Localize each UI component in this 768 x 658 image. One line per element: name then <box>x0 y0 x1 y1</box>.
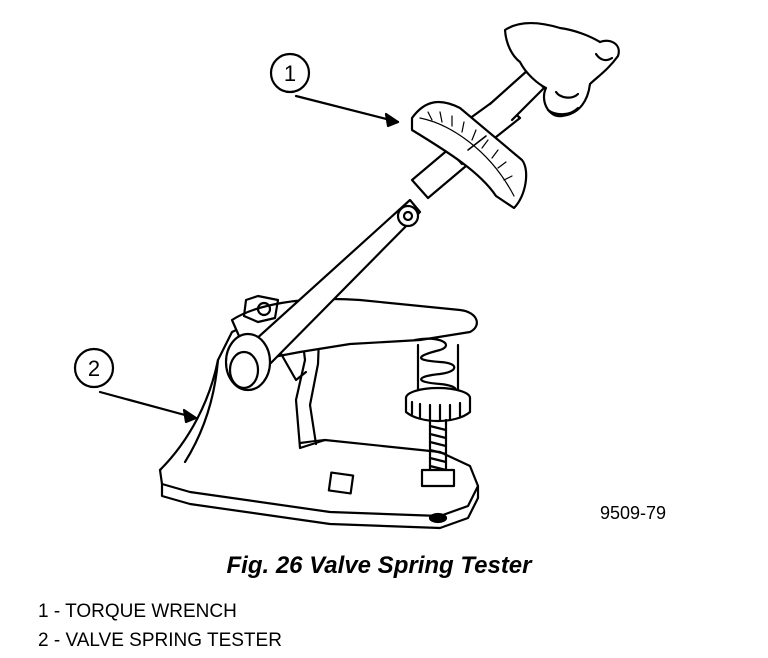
threaded-screw <box>420 418 456 488</box>
legend-item-number: 2 <box>38 630 49 651</box>
figure-caption-text: Fig. 26 Valve Spring Tester <box>226 552 532 579</box>
callout-1-number: 1 <box>284 61 296 86</box>
adjusting-knob <box>404 386 472 422</box>
legend-item-separator: - <box>53 601 61 622</box>
tester-base <box>158 438 480 530</box>
legend-item-label: TORQUE WRENCH <box>65 601 237 622</box>
legend-item-label: VALVE SPRING TESTER <box>65 630 282 651</box>
legend-item: 2 - VALVE SPRING TESTER <box>38 626 282 655</box>
legend-item-separator: - <box>53 630 61 651</box>
figure-legend: 1 - TORQUE WRENCH 2 - VALVE SPRING TESTE… <box>38 597 282 655</box>
valve-spring-tester-illustration: 1 2 <box>73 21 620 530</box>
callout-1 <box>269 52 400 128</box>
legend-item-number: 1 <box>38 601 49 622</box>
callout-2-number: 2 <box>88 356 100 381</box>
hand <box>503 21 620 118</box>
legend-item: 1 - TORQUE WRENCH <box>38 597 282 626</box>
figure-caption: Fig. 26 Valve Spring Tester <box>0 552 768 580</box>
callout-2 <box>73 347 198 424</box>
figure-id-code: 9509-79 <box>600 503 667 523</box>
